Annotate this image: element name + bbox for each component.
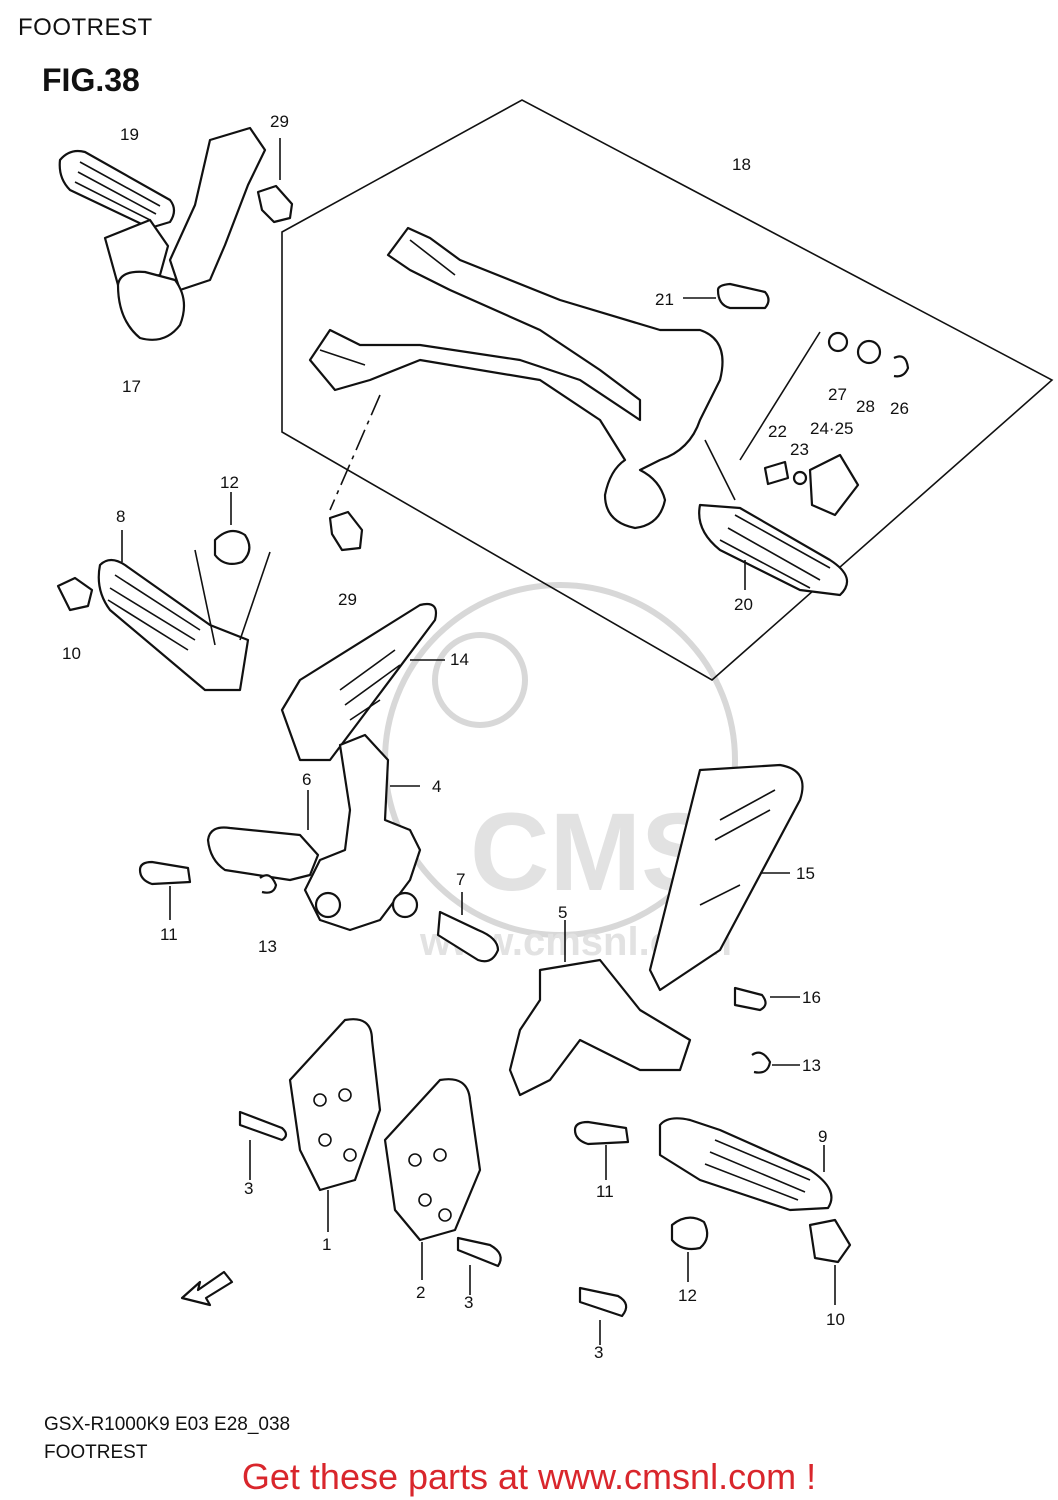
- callout-18: 18: [732, 155, 751, 174]
- bolt-29-bottom: [328, 394, 381, 552]
- callout-13-left: 13: [258, 937, 277, 956]
- pin-11-left: [138, 860, 192, 920]
- forward-arrow-icon: [180, 1270, 234, 1307]
- bolt-3-left: [238, 1110, 288, 1180]
- clip-13-right: [751, 1051, 800, 1074]
- rear-bracket-18: [308, 226, 724, 530]
- bolt-7: [436, 892, 500, 963]
- pin-21: [683, 282, 770, 310]
- callout-16: 16: [802, 988, 821, 1007]
- section-name: FOOTREST: [44, 1442, 148, 1463]
- washer-27: [827, 331, 849, 353]
- spring-22: [763, 460, 790, 486]
- spring-12-top: [194, 492, 271, 646]
- figure-number: FIG.38: [42, 62, 140, 98]
- bracket-4: [303, 733, 422, 932]
- callout-22: 22: [768, 422, 787, 441]
- front-footpeg-8: [97, 530, 250, 692]
- callout-11-right: 11: [596, 1182, 614, 1201]
- rear-footpeg-20: [698, 503, 849, 597]
- bolt-3-mid: [456, 1236, 502, 1295]
- front-footpeg-9: [658, 1117, 833, 1212]
- pin-11-right: [573, 1120, 630, 1180]
- clip-26: [893, 355, 910, 378]
- pivot-6: [206, 790, 320, 882]
- cap-10-top: [56, 576, 94, 612]
- plate-24-25: [808, 453, 860, 517]
- bolt-16: [733, 986, 800, 1012]
- heel-plate-15: [648, 763, 804, 992]
- rear-footrest-19: [58, 126, 267, 341]
- plate-2: [383, 1078, 482, 1280]
- bolt-29-top: [256, 138, 294, 224]
- callout-1: 1: [322, 1235, 331, 1254]
- callout-7: 7: [456, 870, 465, 889]
- callout-3-right: 3: [594, 1343, 603, 1362]
- callout-29-bottom: 29: [338, 590, 357, 609]
- ball-23: [792, 470, 808, 486]
- washer-28: [856, 339, 882, 365]
- callout-4: 4: [432, 777, 441, 796]
- callout-12-bottom: 12: [678, 1286, 697, 1305]
- callout-19: 19: [120, 125, 139, 144]
- clip-13-left: [259, 874, 278, 894]
- callout-2: 2: [416, 1283, 425, 1302]
- callout-10-top: 10: [62, 644, 81, 663]
- callout-26: 26: [890, 399, 909, 418]
- assembly-outline-18: [281, 99, 1054, 681]
- bolt-3-right: [578, 1286, 628, 1345]
- heel-plate-14: [280, 602, 445, 762]
- callout-12-top: 12: [220, 473, 239, 492]
- spring-12-bottom: [670, 1216, 709, 1282]
- callout-17: 17: [122, 377, 141, 396]
- callout-10-bottom: 10: [826, 1310, 845, 1329]
- callout-13-right: 13: [802, 1056, 821, 1075]
- callout-11-left: 11: [160, 925, 178, 944]
- callout-3-left: 3: [244, 1179, 253, 1198]
- callout-14: 14: [450, 650, 469, 669]
- callout-5: 5: [558, 903, 567, 922]
- callout-6: 6: [302, 770, 311, 789]
- callout-8: 8: [116, 507, 125, 526]
- model-code: GSX-R1000K9 E03 E28_038: [44, 1414, 291, 1435]
- callout-23: 23: [790, 440, 809, 459]
- promo-link[interactable]: Get these parts at www.cmsnl.com !: [241, 1456, 817, 1497]
- callout-9: 9: [818, 1127, 827, 1146]
- callout-15: 15: [796, 864, 815, 883]
- callout-28: 28: [856, 397, 875, 416]
- plate-1: [288, 1018, 382, 1232]
- callout-24-25: 24·25: [810, 419, 853, 438]
- callout-3-mid: 3: [464, 1293, 473, 1312]
- callout-20: 20: [734, 595, 753, 614]
- callout-29-top: 29: [270, 112, 289, 131]
- callout-21: 21: [655, 290, 674, 309]
- page-title: FOOTREST: [18, 14, 153, 41]
- cap-10-bottom: [808, 1218, 852, 1305]
- callout-27: 27: [828, 385, 847, 404]
- bracket-5: [508, 920, 692, 1097]
